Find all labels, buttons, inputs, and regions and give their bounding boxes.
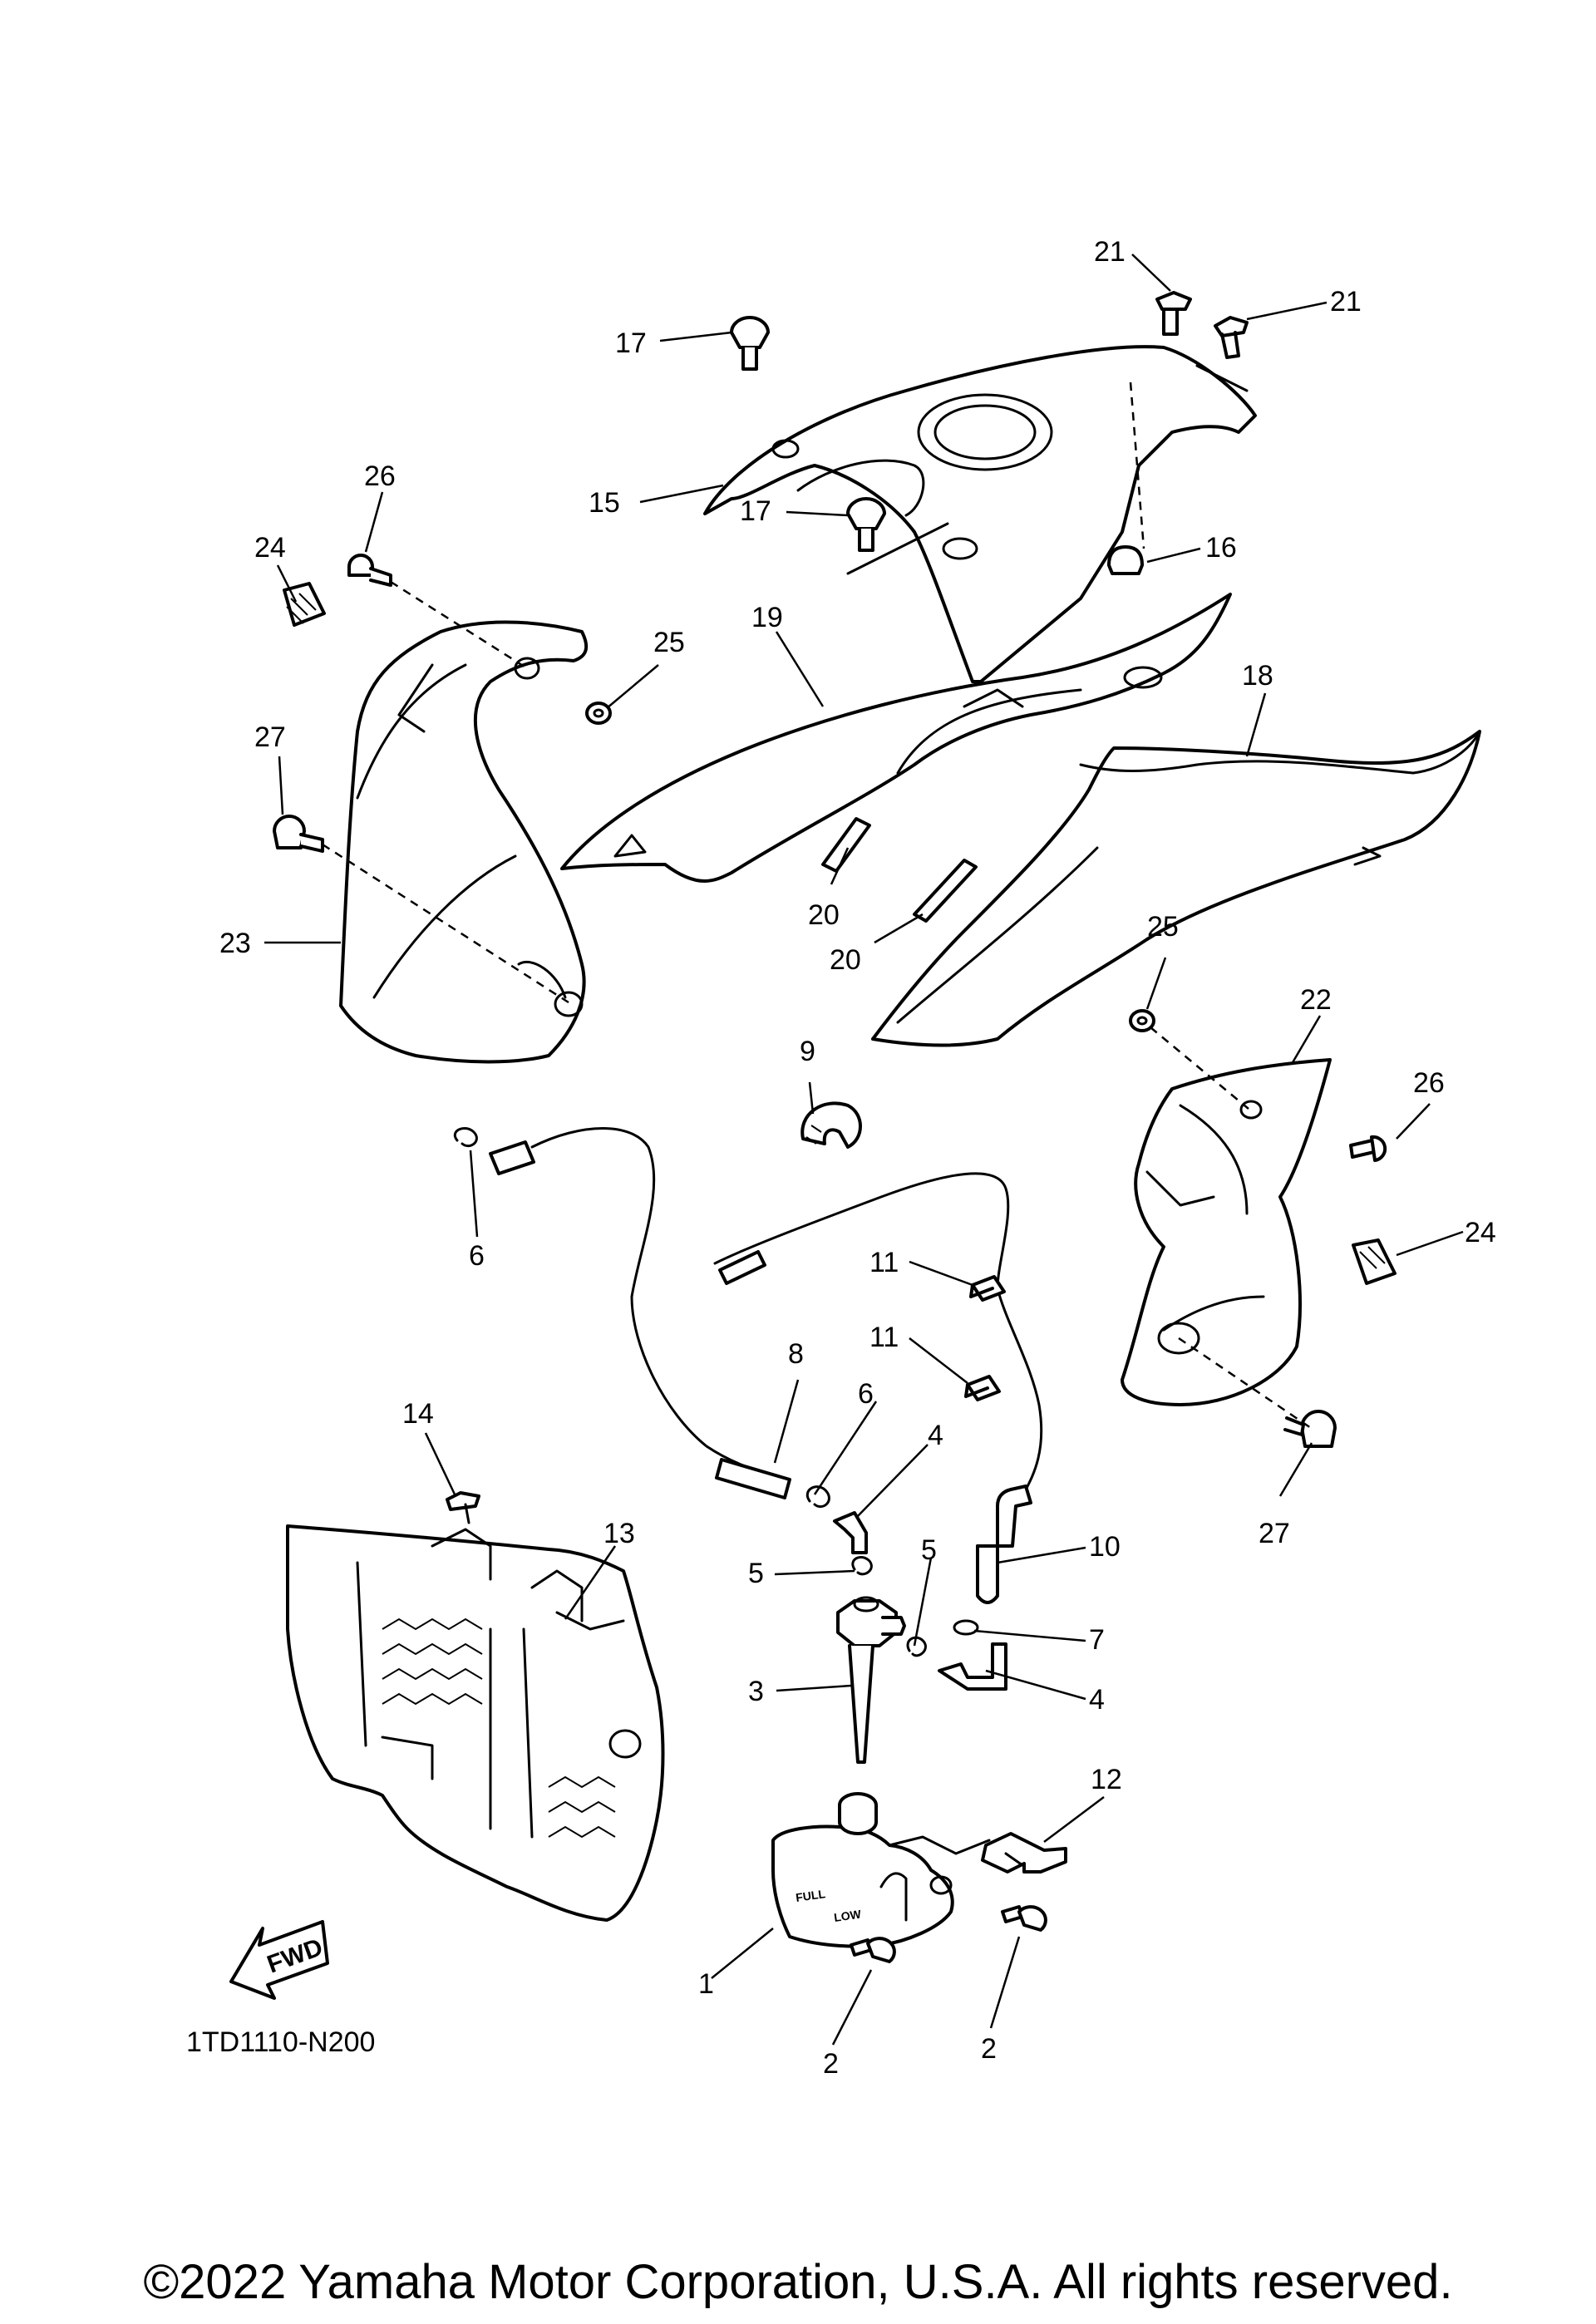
callout-17: 17 xyxy=(615,327,647,359)
part-25-washer-right xyxy=(1129,1009,1155,1032)
callout-11: 11 xyxy=(869,1322,899,1353)
callout-25: 25 xyxy=(1147,911,1179,943)
callout-4: 4 xyxy=(928,1420,943,1451)
part-26-bolt-left xyxy=(347,554,392,587)
tank-full-label: FULL xyxy=(795,1887,826,1904)
callout-2: 2 xyxy=(981,2033,997,2065)
part-17-wing-bolts xyxy=(730,316,886,552)
callout-14: 14 xyxy=(402,1398,434,1430)
callout-8: 8 xyxy=(788,1338,804,1370)
callout-16: 16 xyxy=(1205,532,1237,564)
part-14-rivet xyxy=(446,1491,480,1524)
callout-5: 5 xyxy=(748,1558,764,1589)
part-5-clamps xyxy=(851,1556,927,1657)
part-24-clip-right xyxy=(1352,1238,1396,1285)
part-27-bolt-left xyxy=(273,815,324,853)
callout-3: 3 xyxy=(748,1676,764,1707)
callout-2: 2 xyxy=(823,2048,839,2080)
part-27-bolt-right xyxy=(1283,1410,1337,1448)
callout-26: 26 xyxy=(1413,1067,1445,1099)
callout-21: 21 xyxy=(1094,236,1126,268)
part-3-pipe xyxy=(836,1596,906,1764)
callout-18: 18 xyxy=(1242,660,1273,692)
callout-12: 12 xyxy=(1091,1764,1122,1795)
callout-24: 24 xyxy=(1465,1217,1496,1248)
part-13-radiator-guard xyxy=(286,1524,665,1922)
part-9-clip xyxy=(800,1101,862,1149)
fwd-arrow-icon: FWD xyxy=(229,1920,329,2000)
callout-9: 9 xyxy=(800,1036,815,1067)
part-19-side-cover xyxy=(560,593,1232,883)
callout-6: 6 xyxy=(469,1240,485,1272)
part-21-rivets xyxy=(1155,291,1249,359)
part-8-hose xyxy=(489,1127,1043,1499)
part-1-reservoir-tank xyxy=(771,1792,991,1948)
callout-5: 5 xyxy=(921,1534,937,1566)
diagram-ref-code: 1TD1110-N200 xyxy=(186,2026,375,2058)
callout-21: 21 xyxy=(1330,286,1362,318)
callout-25: 25 xyxy=(653,627,685,658)
part-16-grommet xyxy=(1107,545,1144,575)
part-26-bolt-right xyxy=(1349,1135,1387,1162)
part-10-hose xyxy=(976,1485,1032,1604)
callout-23: 23 xyxy=(219,928,251,959)
copyright-notice: ©2022 Yamaha Motor Corporation, U.S.A. A… xyxy=(143,2255,1453,2309)
leader-lines xyxy=(264,254,1464,2046)
part-22-shroud-right xyxy=(1121,1058,1332,1406)
callout-10: 10 xyxy=(1089,1531,1121,1563)
callout-11: 11 xyxy=(869,1247,899,1278)
callout-labels: 21 21 17 15 17 16 26 24 25 19 18 27 20 2… xyxy=(219,236,1496,2080)
callout-27: 27 xyxy=(254,721,286,753)
part-4-fittings xyxy=(833,1511,1007,1691)
part-2-bolts xyxy=(850,1905,1047,1963)
callout-27: 27 xyxy=(1259,1518,1290,1549)
callout-20: 20 xyxy=(808,899,840,931)
part-11-clips xyxy=(964,1275,1006,1401)
part-20-pads xyxy=(821,817,978,923)
tank-low-label: LOW xyxy=(833,1907,862,1923)
part-6-clamp-top xyxy=(454,1127,478,1148)
callout-13: 13 xyxy=(603,1518,635,1549)
callout-15: 15 xyxy=(589,487,620,519)
part-18-side-cover-right xyxy=(871,730,1481,1047)
part-6-clamp-lower xyxy=(806,1485,830,1509)
part-23-shroud-left xyxy=(339,620,589,1064)
callout-6: 6 xyxy=(858,1378,874,1410)
callout-1: 1 xyxy=(698,1968,714,2000)
callout-4: 4 xyxy=(1089,1684,1105,1716)
callout-26: 26 xyxy=(364,460,396,492)
callout-20: 20 xyxy=(830,944,861,976)
callout-24: 24 xyxy=(254,532,286,564)
part-15-tank-cover xyxy=(703,345,1257,683)
part-7-clamp xyxy=(953,1619,979,1636)
part-12-bracket xyxy=(981,1832,1067,1873)
alignment-lines xyxy=(322,382,1314,1431)
callout-19: 19 xyxy=(751,602,783,633)
callout-7: 7 xyxy=(1089,1624,1105,1656)
part-24-clip-left xyxy=(283,582,326,627)
callout-22: 22 xyxy=(1300,984,1332,1016)
part-25-washer-left xyxy=(585,702,612,725)
callout-17: 17 xyxy=(740,495,771,527)
